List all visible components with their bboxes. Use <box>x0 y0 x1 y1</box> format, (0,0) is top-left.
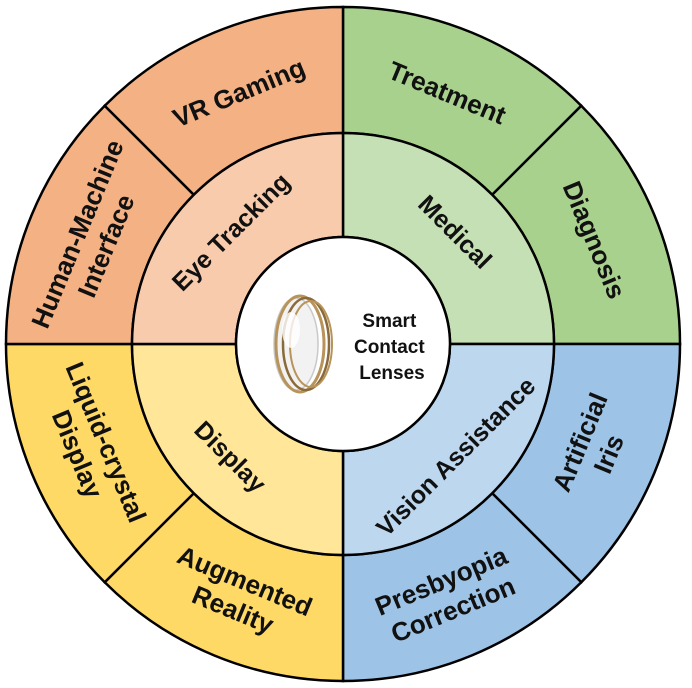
center-title-line-1: Smart <box>362 311 417 332</box>
center-title-line-3: Lenses <box>359 363 424 384</box>
outer-ring <box>4 5 682 683</box>
center-title-line-2: Contact <box>354 337 425 358</box>
center-title: Smart Contact Lenses <box>354 311 430 384</box>
contact-lens-icon <box>273 294 333 394</box>
inner-ring <box>130 131 556 557</box>
center-circle <box>234 235 452 453</box>
